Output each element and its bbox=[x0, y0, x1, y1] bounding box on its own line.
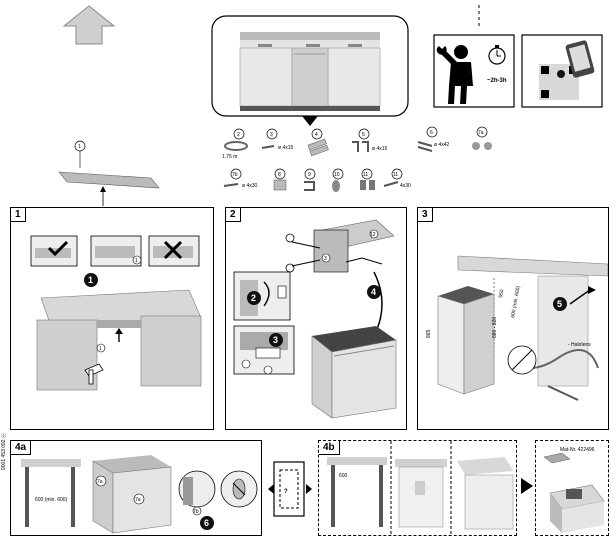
part-5-brackets: 5 ø 4x15 bbox=[352, 128, 388, 152]
svg-text:Mat-Nr. 422496: Mat-Nr. 422496 bbox=[560, 447, 595, 453]
svg-text:680 - 820: 680 - 820 bbox=[492, 317, 498, 338]
svg-text:1.75 m: 1.75 m bbox=[222, 154, 237, 160]
part-6-screws: 6 ø 4x42 bbox=[417, 126, 450, 152]
svg-text:3: 3 bbox=[273, 335, 278, 345]
svg-text:3: 3 bbox=[324, 256, 327, 262]
next-arrow-icon bbox=[521, 478, 533, 494]
document-code: 9001 453 092 ⓔ bbox=[1, 433, 7, 470]
panel-number: 3 bbox=[418, 208, 433, 222]
svg-text:7a: 7a bbox=[478, 130, 484, 136]
part-4-plates: 4 bbox=[307, 128, 329, 157]
svg-text:10: 10 bbox=[334, 172, 340, 178]
part-1-vapour-strip: 1 bbox=[58, 140, 160, 206]
svg-text:7b: 7b bbox=[232, 172, 238, 178]
panel-1-illustration: 1 1 1 bbox=[30, 235, 202, 391]
panel-number: 2 bbox=[226, 208, 241, 222]
installer-time-icon: ~2h-3h bbox=[433, 34, 515, 108]
step-panel-1: 1 1 1 1 bbox=[10, 207, 214, 430]
svg-text:5: 5 bbox=[362, 132, 365, 138]
part-2-sealing-strip: 2 1.75 m bbox=[222, 128, 248, 160]
panel-number: 4b bbox=[319, 441, 340, 455]
svg-text:11: 11 bbox=[363, 172, 368, 178]
help-question-icon: ? bbox=[268, 461, 312, 517]
svg-text:600 (min. 600): 600 (min. 600) bbox=[510, 285, 522, 318]
svg-text:1: 1 bbox=[88, 275, 93, 285]
svg-text:6: 6 bbox=[204, 518, 209, 528]
svg-text:600: 600 bbox=[339, 473, 348, 479]
step-panel-2: 2 12 3 4 2 3 bbox=[225, 207, 407, 430]
panel-number: 1 bbox=[11, 208, 26, 222]
up-arrow-icon bbox=[62, 5, 116, 45]
svg-text:1: 1 bbox=[99, 346, 102, 352]
svg-text:6: 6 bbox=[430, 130, 433, 136]
svg-text:4: 4 bbox=[315, 132, 318, 138]
svg-text:7a: 7a bbox=[97, 479, 103, 485]
svg-text:4x30: 4x30 bbox=[400, 183, 411, 189]
svg-text:11: 11 bbox=[393, 172, 398, 178]
svg-text:ø 4x15: ø 4x15 bbox=[372, 146, 388, 152]
svg-text:7b: 7b bbox=[193, 509, 199, 515]
part-3-screws: 3 ø 4x15 bbox=[261, 128, 294, 151]
panel-mounting-plate: Mat-Nr. 422496 bbox=[535, 440, 609, 536]
svg-text:4: 4 bbox=[371, 287, 376, 297]
svg-text:865: 865 bbox=[426, 329, 432, 338]
svg-text:5: 5 bbox=[557, 299, 562, 309]
svg-text:12: 12 bbox=[370, 232, 376, 238]
part-8-bracket: 8 bbox=[273, 168, 287, 191]
svg-text:ø 4x30: ø 4x30 bbox=[242, 183, 258, 189]
svg-text:~2h-3h: ~2h-3h bbox=[487, 78, 507, 84]
svg-text:600 (min. 600): 600 (min. 600) bbox=[35, 497, 68, 503]
svg-text:2: 2 bbox=[237, 132, 240, 138]
kitchen-niche-overview bbox=[211, 15, 409, 126]
dashed-marker bbox=[478, 5, 480, 27]
panel-4a-illustration: 600 (min. 600) 7a 7a 7b 6 bbox=[21, 455, 258, 534]
svg-text:550: 550 bbox=[498, 289, 505, 298]
part-7a-hinges: 7a bbox=[472, 126, 492, 150]
part-7b-screws: 7b ø 4x30 bbox=[223, 168, 258, 189]
step-panel-3: 3 550 600 (min. 600) 865 680 - 820 5 - H… bbox=[417, 207, 609, 430]
step-panel-4a: 4a 600 (min. 600) 7a 7a 7b 6 bbox=[10, 440, 262, 536]
part-9-clip: 9 bbox=[304, 168, 316, 191]
mounting-plate-illustration: Mat-Nr. 422496 bbox=[543, 447, 605, 533]
svg-text:1: 1 bbox=[135, 258, 138, 264]
svg-text:- Halotens: - Halotens bbox=[568, 342, 591, 348]
panel-3-illustration: 550 600 (min. 600) 865 680 - 820 5 - Hal… bbox=[426, 255, 608, 401]
step-panel-4b: 4b 600 bbox=[318, 440, 517, 536]
parts-list: 2 1.75 m 3 ø 4x15 4 5 ø 4x15 6 ø 4x42 7a… bbox=[222, 126, 492, 192]
part-11-caps: 11 bbox=[360, 168, 375, 190]
part-10-feet: 10 bbox=[332, 168, 344, 192]
svg-text:8: 8 bbox=[278, 172, 281, 178]
svg-text:3: 3 bbox=[270, 132, 273, 138]
panel-4b-illustration: 600 bbox=[327, 441, 514, 535]
panel-number: 4a bbox=[11, 441, 32, 455]
svg-text:ø 4x15: ø 4x15 bbox=[278, 145, 294, 151]
svg-text:9: 9 bbox=[308, 172, 311, 178]
smartphone-qr-icon bbox=[521, 34, 603, 108]
panel-2-illustration: 12 3 4 2 3 bbox=[233, 219, 397, 419]
svg-text:1: 1 bbox=[78, 144, 81, 150]
svg-text:?: ? bbox=[284, 489, 288, 495]
part-11-screws: 11 4x30 bbox=[383, 168, 411, 189]
svg-text:ø 4x42: ø 4x42 bbox=[434, 142, 450, 148]
svg-text:2: 2 bbox=[251, 293, 256, 303]
svg-text:7a: 7a bbox=[135, 497, 141, 503]
